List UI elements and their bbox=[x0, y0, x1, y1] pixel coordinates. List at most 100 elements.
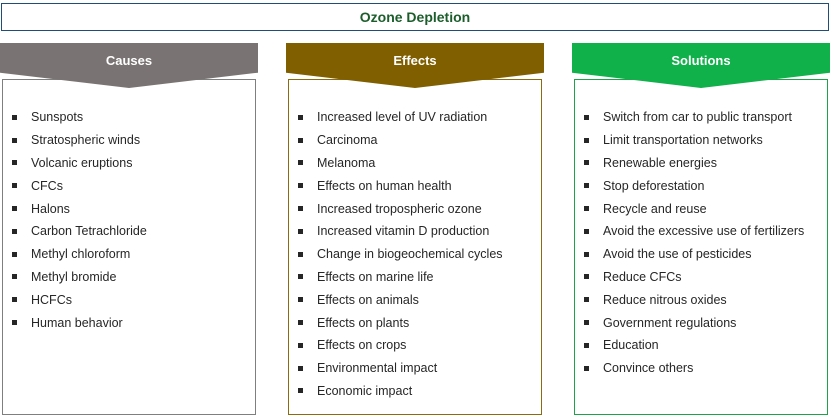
solutions-item-label: Limit transportation networks bbox=[603, 133, 763, 148]
effects-item-label: Melanoma bbox=[317, 155, 376, 170]
bullet-icon bbox=[298, 297, 303, 303]
page-title: Ozone Depletion bbox=[359, 9, 471, 25]
effects-item-label: Effects on marine life bbox=[317, 269, 434, 284]
causes-list-item: Carbon Tetrachloride bbox=[12, 220, 254, 243]
bullet-icon bbox=[298, 114, 303, 120]
causes-list-item: Halons bbox=[12, 197, 254, 220]
bullet-icon bbox=[584, 365, 589, 371]
bullet-icon bbox=[298, 251, 303, 257]
solutions-item-label: Reduce nitrous oxides bbox=[603, 292, 727, 307]
solutions-list-item: Recycle and reuse bbox=[584, 197, 826, 220]
solutions-list-item: Government regulations bbox=[584, 311, 826, 334]
effects-header-label: Effects bbox=[393, 53, 437, 68]
solutions-header-label: Solutions bbox=[671, 53, 731, 68]
solutions-list-item: Reduce nitrous oxides bbox=[584, 288, 826, 311]
effects-list-item: Economic impact bbox=[298, 380, 540, 403]
effects-item-label: Change in biogeochemical cycles bbox=[317, 247, 503, 262]
effects-list-item: Effects on plants bbox=[298, 311, 540, 334]
bullet-icon bbox=[298, 206, 303, 212]
bullet-icon bbox=[584, 183, 589, 189]
solutions-list-item: Education bbox=[584, 334, 826, 357]
effects-item-label: Effects on plants bbox=[317, 315, 410, 330]
effects-list-item: Effects on human health bbox=[298, 174, 540, 197]
solutions-list-item: Avoid the use of pesticides bbox=[584, 243, 826, 266]
bullet-icon bbox=[12, 251, 17, 257]
bullet-icon bbox=[12, 114, 17, 120]
solutions-list-item: Renewable energies bbox=[584, 152, 826, 175]
causes-list-item: Human behavior bbox=[12, 311, 254, 334]
solutions-item-label: Avoid the use of pesticides bbox=[603, 247, 752, 262]
bullet-icon bbox=[12, 297, 17, 303]
solutions-item-label: Reduce CFCs bbox=[603, 269, 682, 284]
solutions-item-label: Convince others bbox=[603, 361, 694, 376]
bullet-icon bbox=[584, 342, 589, 348]
causes-list-item: Stratospheric winds bbox=[12, 129, 254, 152]
effects-item-label: Effects on crops bbox=[317, 338, 407, 353]
bullet-icon bbox=[298, 160, 303, 166]
solutions-list-item: Limit transportation networks bbox=[584, 129, 826, 152]
solutions-list-item: Convince others bbox=[584, 357, 826, 380]
effects-list-item: Melanoma bbox=[298, 152, 540, 175]
bullet-icon bbox=[584, 274, 589, 280]
bullet-icon bbox=[584, 160, 589, 166]
effects-item-label: Economic impact bbox=[317, 383, 413, 398]
bullet-icon bbox=[298, 342, 303, 348]
effects-list-item: Effects on animals bbox=[298, 288, 540, 311]
causes-item-label: Halons bbox=[31, 201, 70, 216]
solutions-item-label: Avoid the excessive use of fertilizers bbox=[603, 224, 805, 239]
effects-list-item: Increased tropospheric ozone bbox=[298, 197, 540, 220]
causes-item-label: Stratospheric winds bbox=[31, 133, 141, 148]
bullet-icon bbox=[12, 274, 17, 280]
bullet-icon bbox=[298, 388, 303, 394]
effects-list-item: Change in biogeochemical cycles bbox=[298, 243, 540, 266]
causes-list-item: Methyl chloroform bbox=[12, 243, 254, 266]
bullet-icon bbox=[12, 228, 17, 234]
bullet-icon bbox=[584, 251, 589, 257]
solutions-list-item: Switch from car to public transport bbox=[584, 106, 826, 129]
bullet-icon bbox=[12, 183, 17, 189]
bullet-icon bbox=[584, 297, 589, 303]
bullet-icon bbox=[12, 320, 17, 326]
bullet-icon bbox=[584, 206, 589, 212]
bullet-icon bbox=[12, 137, 17, 143]
bullet-icon bbox=[584, 320, 589, 326]
bullet-icon bbox=[298, 137, 303, 143]
solutions-item-label: Renewable energies bbox=[603, 155, 717, 170]
causes-list-item: CFCs bbox=[12, 174, 254, 197]
effects-item-label: Environmental impact bbox=[317, 361, 438, 376]
solutions-list-item: Reduce CFCs bbox=[584, 266, 826, 289]
effects-list-item: Effects on crops bbox=[298, 334, 540, 357]
column-solutions: Solutions Switch from car to public tran… bbox=[572, 43, 830, 415]
causes-item-label: Volcanic eruptions bbox=[31, 155, 133, 170]
causes-item-label: Sunspots bbox=[31, 110, 84, 125]
effects-list-item: Carcinoma bbox=[298, 129, 540, 152]
bullet-icon bbox=[298, 183, 303, 189]
bullet-icon bbox=[584, 228, 589, 234]
effects-item-label: Effects on human health bbox=[317, 178, 452, 193]
effects-item-label: Effects on animals bbox=[317, 292, 419, 307]
causes-item-label: Methyl chloroform bbox=[31, 247, 131, 262]
title-box: Ozone Depletion bbox=[1, 3, 829, 31]
causes-item-label: CFCs bbox=[31, 178, 63, 193]
causes-item-label: Human behavior bbox=[31, 315, 123, 330]
bullet-icon bbox=[584, 114, 589, 120]
bullet-icon bbox=[584, 137, 589, 143]
solutions-list-item: Stop deforestation bbox=[584, 174, 826, 197]
solutions-item-label: Stop deforestation bbox=[603, 178, 705, 193]
bullet-icon bbox=[298, 365, 303, 371]
bullet-icon bbox=[298, 228, 303, 234]
solutions-item-label: Education bbox=[603, 338, 659, 353]
causes-item-label: HCFCs bbox=[31, 292, 72, 307]
effects-item-label: Increased vitamin D production bbox=[317, 224, 490, 239]
causes-item-label: Carbon Tetrachloride bbox=[31, 224, 147, 239]
effects-item-label: Increased tropospheric ozone bbox=[317, 201, 482, 216]
effects-list-item: Increased vitamin D production bbox=[298, 220, 540, 243]
bullet-icon bbox=[12, 206, 17, 212]
effects-item-label: Carcinoma bbox=[317, 133, 378, 148]
solutions-item-label: Government regulations bbox=[603, 315, 737, 330]
effects-list-item: Environmental impact bbox=[298, 357, 540, 380]
